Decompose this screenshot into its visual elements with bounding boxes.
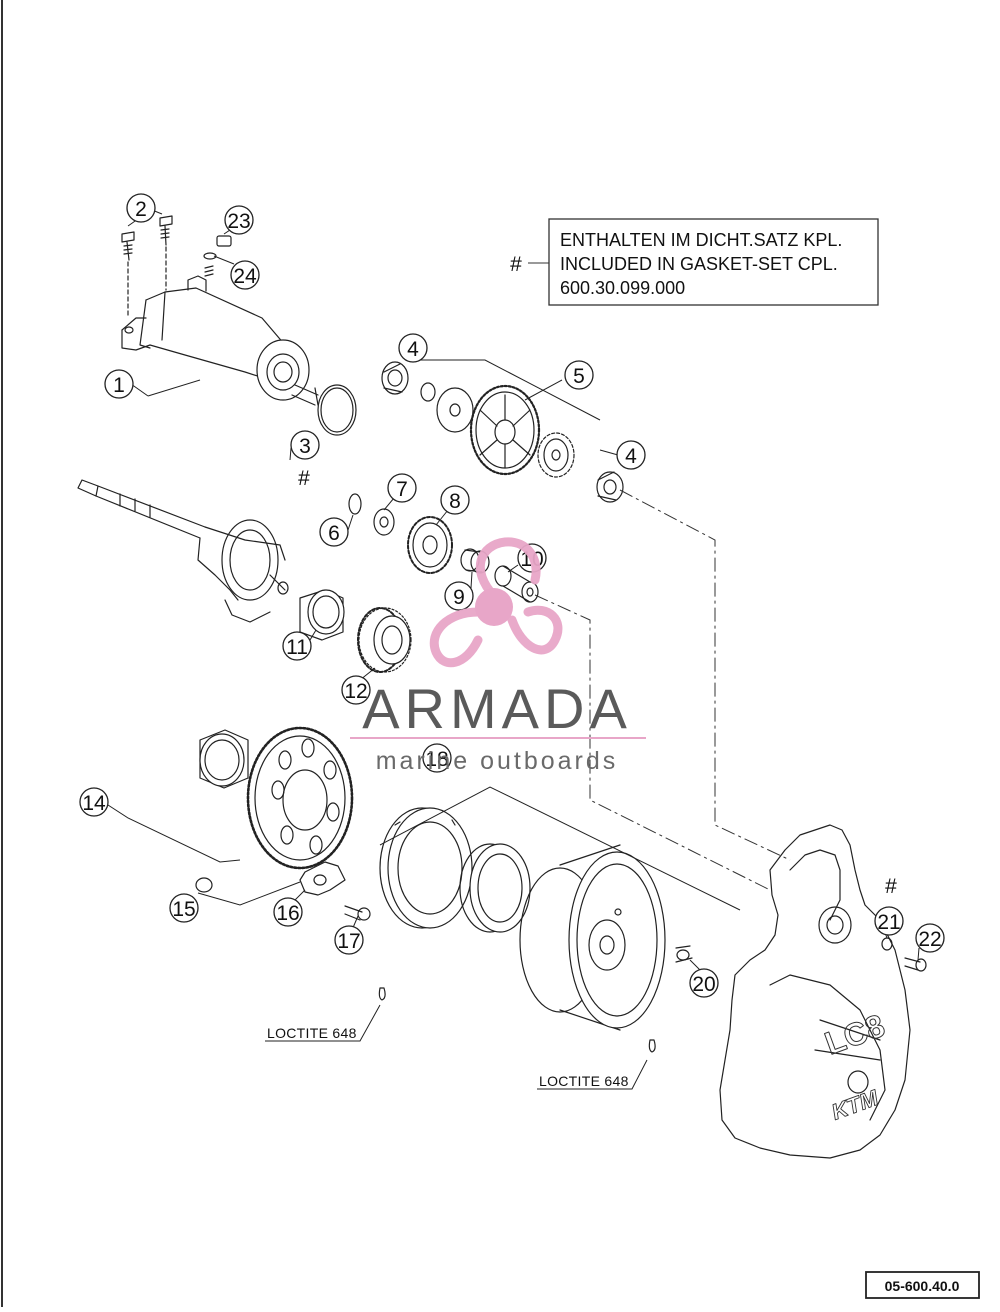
hash-mark-o-ring: # (298, 467, 310, 490)
svg-text:9: 9 (453, 586, 465, 609)
drawing-number-box: 05-600.40.0 (865, 1271, 980, 1299)
svg-text:4: 4 (625, 445, 637, 468)
callout-1: 1 (104, 369, 134, 399)
freewheel-ring (379, 807, 473, 929)
svg-text:14: 14 (82, 792, 106, 815)
dowel-pin (195, 877, 213, 893)
callout-11: 11 (282, 631, 312, 661)
circlip (348, 493, 362, 515)
loctite-drop-1 (378, 987, 386, 1001)
svg-text:6: 6 (328, 522, 340, 545)
svg-text:16: 16 (276, 902, 299, 925)
o-ring (317, 384, 357, 436)
bearing-upper (381, 361, 409, 395)
bearing-sleeve-14 (199, 729, 249, 789)
thrust-washer (373, 508, 395, 536)
callout-2: 2 (126, 193, 156, 223)
svg-text:7: 7 (396, 478, 408, 501)
callout-15: 15 (169, 893, 199, 923)
cover-emboss-lc8: LC8 (820, 1007, 889, 1062)
callout-5: 5 (564, 360, 594, 390)
svg-text:24: 24 (233, 265, 257, 288)
callout-17: 17 (334, 925, 364, 955)
svg-text:5: 5 (573, 365, 585, 388)
svg-text:8: 8 (449, 490, 461, 513)
hash-mark-seal-washer: # (885, 875, 897, 898)
spacer-ring (420, 382, 436, 402)
callout-20: 20 (689, 968, 719, 998)
drawing-number: 05-600.40.0 (885, 1278, 960, 1294)
svg-text:15: 15 (172, 898, 195, 921)
loctite-label-2: LOCTITE 648 (539, 1073, 629, 1089)
gasket-set-note: # ENTHALTEN IM DICHT.SATZ KPL. INCLUDED … (510, 218, 879, 306)
bracket-screw (344, 905, 371, 921)
watermark-subtitle: marine outboards (376, 747, 619, 775)
callout-24: 24 (230, 260, 260, 290)
leader-lines (107, 209, 920, 1090)
callout-9: 9 (444, 581, 474, 611)
svg-text:4: 4 (407, 338, 419, 361)
callout-8: 8 (440, 485, 470, 515)
armada-watermark: ARMADA marine outboards (350, 537, 646, 775)
freewheel-sleeve (459, 843, 531, 933)
callout-bubbles: 1 2 3 4 4 5 6 7 8 9 10 11 12 14 15 16 17… (79, 193, 945, 998)
ignition-cover: LC8 KTM (719, 824, 911, 1159)
note-line-part-number: 600.30.099.000 (560, 278, 685, 298)
starter-screws (121, 215, 173, 319)
starter-motor (121, 275, 319, 406)
idler-gear-small (407, 516, 453, 574)
cover-seal-washer (881, 937, 893, 951)
callout-22: 22 (915, 923, 945, 953)
svg-text:2: 2 (135, 198, 147, 221)
idler-gear-12 (357, 607, 412, 673)
propeller-logo (429, 537, 563, 668)
svg-text:23: 23 (227, 210, 250, 233)
svg-text:17: 17 (337, 930, 360, 953)
callout-6: 6 (319, 517, 349, 547)
callout-4-lower: 4 (616, 440, 646, 470)
callout-12: 12 (341, 675, 371, 705)
svg-text:18: 18 (425, 748, 448, 771)
svg-text:3: 3 (299, 435, 311, 458)
assembly-center-lines (534, 489, 791, 891)
bearing-lower (596, 471, 624, 503)
note-hash-symbol: # (510, 253, 522, 276)
propeller-hub (475, 588, 513, 626)
loctite-drop-2 (648, 1039, 656, 1053)
callout-4-upper: 4 (398, 333, 428, 363)
watermark-title: ARMADA (362, 677, 632, 740)
cover-emboss-ktm: KTM (828, 1085, 882, 1125)
idler-shaft (494, 565, 539, 603)
cover-plug-screw (904, 957, 927, 972)
note-line-german: ENTHALTEN IM DICHT.SATZ KPL. (560, 230, 842, 250)
starter-pinion (537, 432, 575, 478)
flywheel-rotor (519, 844, 666, 1031)
callout-23: 23 (224, 205, 254, 235)
svg-text:20: 20 (692, 973, 715, 996)
note-line-english: INCLUDED IN GASKET-SET CPL. (560, 254, 838, 274)
svg-text:11: 11 (286, 636, 308, 659)
freewheel-gear (246, 726, 354, 870)
crankshaft (77, 479, 289, 623)
bracket (299, 861, 346, 896)
plug-and-seal (203, 235, 232, 277)
washer (436, 387, 474, 433)
callout-18: 18 (422, 743, 452, 773)
callout-14: 14 (79, 787, 109, 817)
note-box (548, 218, 879, 306)
rotor-screw (675, 945, 693, 963)
starter-gear-large (469, 384, 541, 476)
svg-text:12: 12 (344, 680, 367, 703)
callout-3: 3 (290, 430, 320, 460)
callout-16: 16 (273, 897, 303, 927)
bearing-sleeve-11 (299, 589, 345, 641)
callout-21: 21 (874, 906, 904, 936)
callout-7: 7 (387, 473, 417, 503)
svg-text:21: 21 (877, 911, 900, 934)
svg-text:22: 22 (918, 928, 941, 951)
loctite-label-1: LOCTITE 648 (267, 1025, 357, 1041)
svg-text:1: 1 (113, 374, 125, 397)
